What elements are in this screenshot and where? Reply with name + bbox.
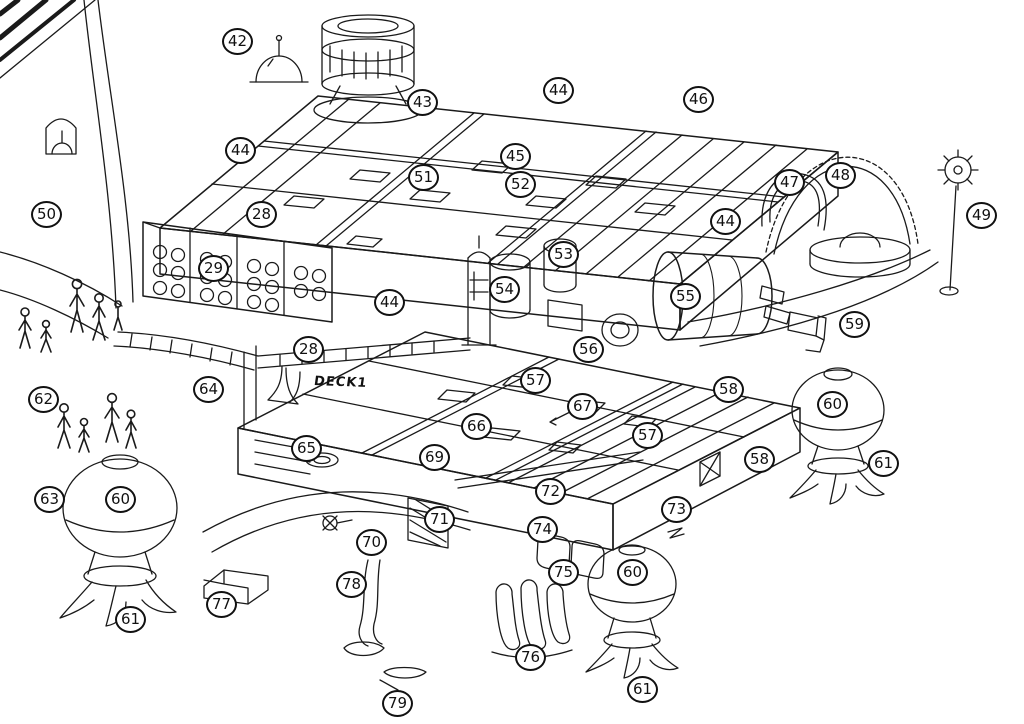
antenna-arc: [765, 156, 919, 278]
upper-deck: [159, 95, 839, 331]
deck-label: DECK1: [312, 374, 369, 391]
upper-deck-machinery: [283, 160, 676, 248]
figures-lower: [57, 392, 137, 453]
turret-tower: [313, 14, 423, 124]
support-columns: [243, 345, 301, 429]
elbow-pipe: [759, 285, 827, 353]
lower-deck: [237, 331, 801, 551]
porthole-block: [142, 221, 333, 323]
sphere-pod-bottom: [585, 544, 679, 679]
sphere-pod-left: [59, 454, 178, 627]
right-module: [652, 251, 773, 341]
melted-figures: [491, 579, 573, 659]
left-bridge: [113, 331, 259, 371]
stepped-block: [203, 569, 269, 605]
small-dome: [249, 34, 309, 83]
sphere-pod-right: [789, 367, 885, 505]
figures-upper: [18, 278, 123, 353]
leader-lines: [379, 411, 571, 691]
distant-structure: [0, 0, 134, 339]
rotor-mast: [937, 149, 979, 296]
drip-and-puddles: [343, 559, 427, 679]
curved-ramp: [202, 491, 471, 553]
ground-curves: [687, 249, 939, 347]
